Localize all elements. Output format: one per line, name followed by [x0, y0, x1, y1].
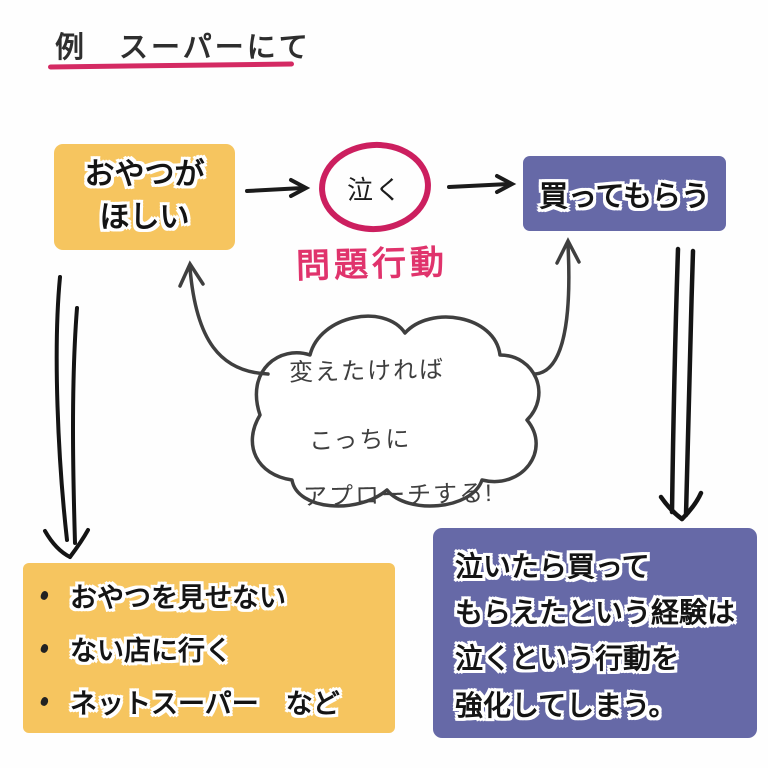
- arrow-right-icon: [447, 174, 517, 194]
- cloud-text-line: 変えたければ: [288, 356, 446, 387]
- antecedent-box: おやつが ほしい: [54, 144, 235, 250]
- list-item: おやつを見せない: [39, 576, 381, 615]
- list-item: ネットスーパー など: [39, 682, 381, 721]
- strategy-text: ネットスーパー など: [70, 688, 340, 719]
- antecedent-strategies-box: おやつを見せない ない店に行く ネットスーパー など: [23, 563, 395, 733]
- strategy-text: おやつを見せない: [70, 582, 286, 613]
- cloud-shape: [250, 314, 541, 508]
- antecedent-line: おやつが: [84, 158, 205, 192]
- consequence-box: 買ってもらう: [523, 156, 726, 231]
- reinforce-text-line: 強化してしまう。: [455, 689, 677, 721]
- reinforce-text-line: 泣いたら買って: [455, 551, 650, 582]
- cloud-text-line: アプローチする!: [302, 480, 494, 511]
- page-title: 例 スーパーにて: [55, 32, 311, 64]
- arrow-right-icon: [245, 178, 311, 198]
- list-item: ない店に行く: [39, 629, 381, 668]
- behavior-circle: [319, 141, 431, 233]
- reinforcement-note-box: 泣いたら買って もらえたという経験は 泣くという行動を 強化してしまう。: [433, 528, 757, 738]
- double-arrow-down-icon: [658, 246, 704, 522]
- behavior-label: 泣く: [346, 175, 403, 205]
- cloud-text-line: こっちに: [308, 425, 412, 456]
- curved-arrow-up-left-icon: [178, 260, 270, 376]
- antecedent-line: ほしい: [99, 201, 190, 234]
- strategy-text: ない店に行く: [70, 635, 232, 666]
- reinforce-text-line: 泣くという行動を: [455, 643, 680, 675]
- consequence-label: 買ってもらう: [538, 180, 711, 213]
- double-arrow-down-icon: [43, 275, 90, 559]
- problem-behavior-label: 問題行動: [295, 243, 449, 286]
- reinforce-text-line: もらえたという経験は: [455, 597, 736, 629]
- bullet-dot-icon: [39, 695, 50, 707]
- curved-arrow-up-right-icon: [533, 237, 581, 376]
- bullet-dot-icon: [39, 589, 50, 601]
- bullet-dot-icon: [39, 642, 50, 654]
